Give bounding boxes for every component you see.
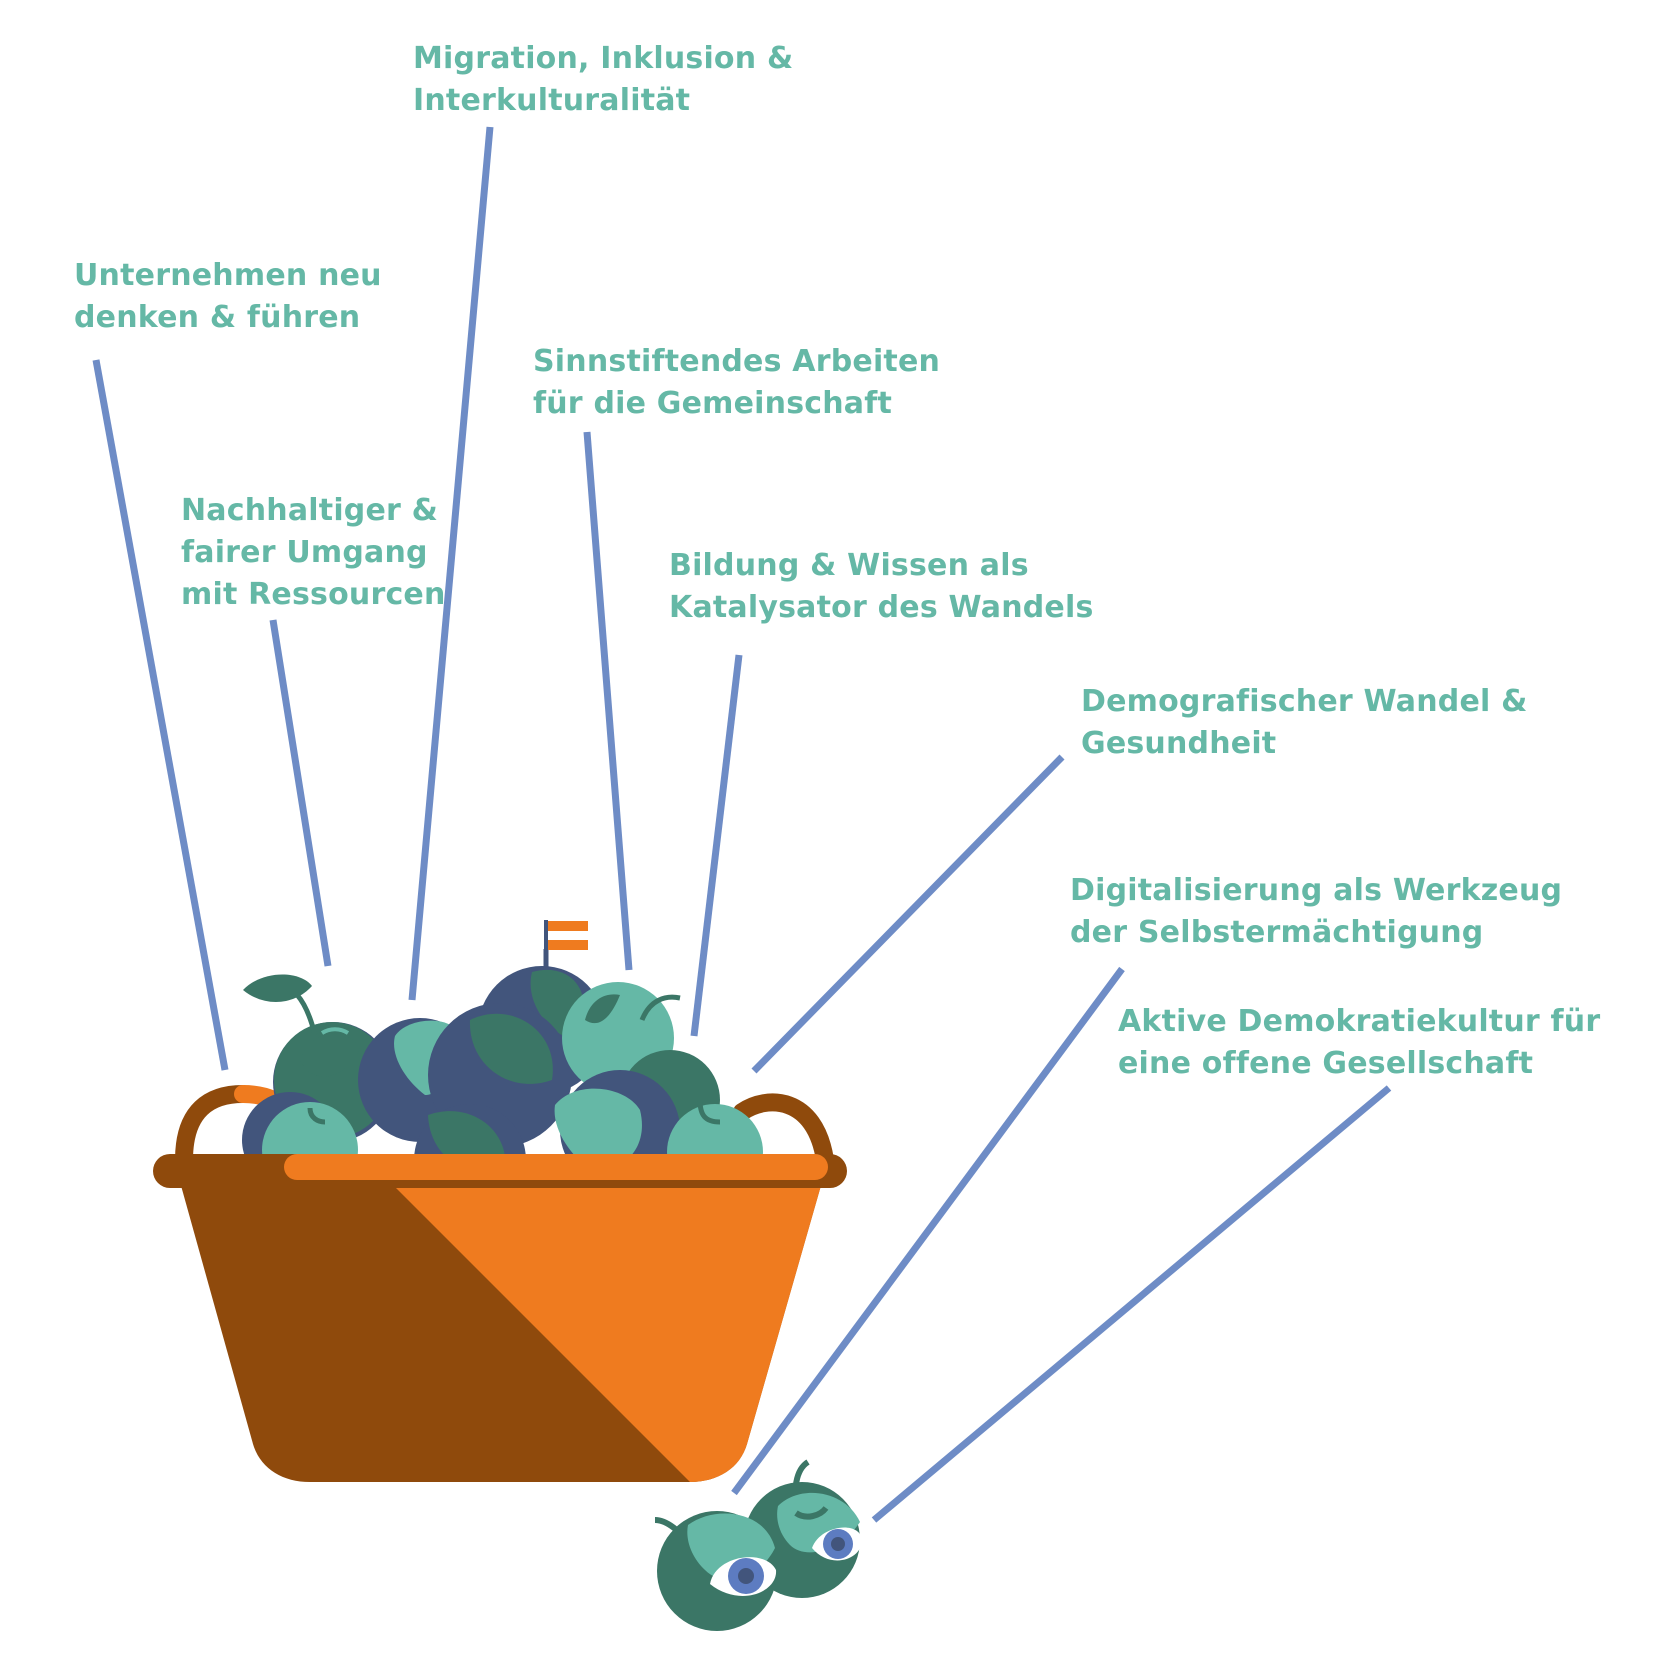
apple-stem — [639, 994, 681, 1022]
connector-line-digitalisierung — [731, 966, 1125, 1496]
topic-label-line: Migration, Inklusion & — [413, 41, 794, 76]
eye-pupil-back — [831, 1537, 845, 1551]
connector-line-bildung — [690, 654, 743, 1037]
topic-label-sinnstiftend: Sinnstiftendes Arbeiten für die Gemeinsc… — [533, 341, 940, 425]
eye-pupil-front — [738, 1568, 754, 1584]
apple-light — [554, 1088, 642, 1171]
basket-handle-right — [733, 1093, 834, 1169]
topic-label-migration: Migration, Inklusion & Interkulturalität — [413, 38, 793, 122]
austrian-flag-icon — [544, 920, 588, 972]
apple-stem — [307, 1107, 326, 1125]
connector-line-unternehmen — [92, 359, 229, 1071]
topic-label-line: fairer Umgang — [181, 535, 428, 570]
apple-with-eye-icon — [654, 1459, 862, 1631]
topic-label-digitalisierung: Digitalisierung als Werkzeug der Selbste… — [1070, 870, 1562, 954]
apple-stem-curl — [794, 1505, 829, 1520]
topic-label-line: der Selbstermächtigung — [1070, 915, 1484, 950]
connector-line-demografie — [751, 754, 1065, 1074]
connector-line-sinnstiftend — [583, 431, 633, 971]
topic-label-line: mit Ressourcen — [181, 577, 446, 612]
topic-label-nachhaltig: Nachhaltiger & fairer Umgang mit Ressour… — [181, 490, 446, 616]
connector-line-demokratie — [871, 1085, 1392, 1523]
topic-label-line: Nachhaltiger & — [181, 493, 439, 528]
topic-label-line: Bildung & Wissen als — [669, 548, 1029, 583]
apple-highlight — [300, 1033, 360, 1077]
apple-leaf — [243, 974, 312, 1002]
apple-stem-front — [654, 1517, 685, 1538]
connector-line-nachhaltig — [269, 619, 332, 967]
apple-stem — [697, 1099, 721, 1125]
topic-label-line: Unternehmen neu — [74, 258, 382, 293]
apple-shadow — [585, 994, 620, 1024]
basket-rim-front — [284, 1154, 828, 1180]
connector-line-migration — [408, 126, 494, 1001]
topic-label-line: für die Gemeinschaft — [533, 386, 893, 421]
topic-label-line: Sinnstiftendes Arbeiten — [533, 344, 941, 379]
topic-label-unternehmen: Unternehmen neu denken & führen — [74, 255, 382, 339]
topic-label-demografie: Demografischer Wandel & Gesundheit — [1081, 681, 1528, 765]
topic-label-line: Gesundheit — [1081, 726, 1277, 761]
apple-top — [320, 1027, 350, 1035]
basket-handle-left — [175, 1085, 252, 1169]
topic-label-line: Aktive Demokratiekultur für — [1118, 1004, 1601, 1039]
topic-label-demokratie: Aktive Demokratiekultur für eine offene … — [1118, 1001, 1600, 1085]
plum-leaf — [469, 1013, 553, 1084]
fruit-basket-icon — [153, 1154, 847, 1482]
basket-body-orange — [390, 1182, 822, 1482]
topic-label-line: eine offene Gesellschaft — [1118, 1046, 1534, 1081]
topic-label-line: Katalysator des Wandels — [669, 590, 1094, 625]
topic-label-line: Digitalisierung als Werkzeug — [1070, 873, 1563, 908]
topic-label-line: Interkulturalität — [413, 83, 691, 118]
topic-label-line: denken & führen — [74, 300, 361, 335]
topic-label-bildung: Bildung & Wissen als Katalysator des Wan… — [669, 545, 1094, 629]
connector-lines — [92, 126, 1392, 1523]
topic-label-line: Demografischer Wandel & — [1081, 684, 1528, 719]
